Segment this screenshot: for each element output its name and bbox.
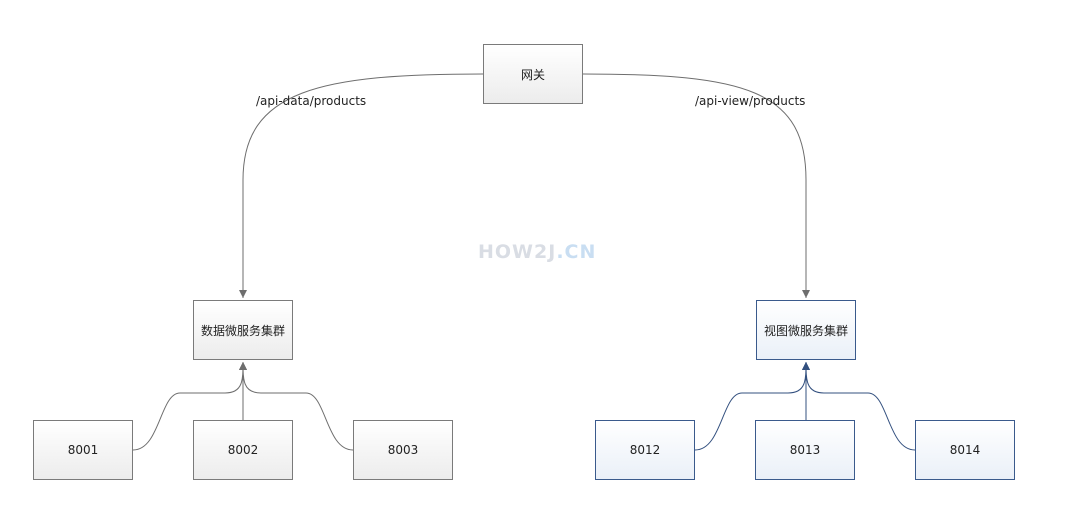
data-instance-node[interactable]: 8001	[33, 420, 133, 480]
data-instance-label: 8003	[387, 443, 419, 457]
gateway-label: 网关	[520, 67, 545, 82]
data-cluster-label: 数据微服务集群	[200, 323, 285, 338]
data-instance-label: 8001	[67, 443, 99, 457]
data-cluster-node[interactable]: 数据微服务集群	[193, 300, 293, 360]
view-cluster-node[interactable]: 视图微服务集群	[756, 300, 856, 360]
data-instance-node[interactable]: 8003	[353, 420, 453, 480]
edge-gateway-to-data-cluster	[239, 73, 484, 298]
gateway-node[interactable]: 网关	[483, 44, 583, 104]
route-label-view: /api-view/products	[695, 94, 806, 108]
edge-8012-to-view-cluster	[694, 361, 810, 451]
route-label-data: /api-data/products	[256, 94, 367, 108]
view-instance-node[interactable]: 8014	[915, 420, 1015, 480]
data-instance-node[interactable]: 8002	[193, 420, 293, 480]
watermark-logo: HOW2J.CN	[478, 241, 596, 263]
watermark-main: HOW2J	[478, 241, 557, 263]
view-instance-label: 8013	[789, 443, 821, 457]
watermark-accent: .CN	[556, 241, 597, 263]
view-instance-node[interactable]: 8013	[755, 420, 855, 480]
data-instance-label: 8002	[227, 443, 259, 457]
view-instance-label: 8014	[949, 443, 981, 457]
view-instance-node[interactable]: 8012	[595, 420, 695, 480]
edge-8001-to-data-cluster	[132, 361, 247, 451]
edge-8014-to-view-cluster	[802, 361, 916, 451]
view-cluster-label: 视图微服务集群	[763, 323, 848, 338]
view-instance-label: 8012	[629, 443, 661, 457]
edge-gateway-to-view-cluster	[582, 73, 810, 298]
edge-8003-to-data-cluster	[239, 361, 354, 451]
